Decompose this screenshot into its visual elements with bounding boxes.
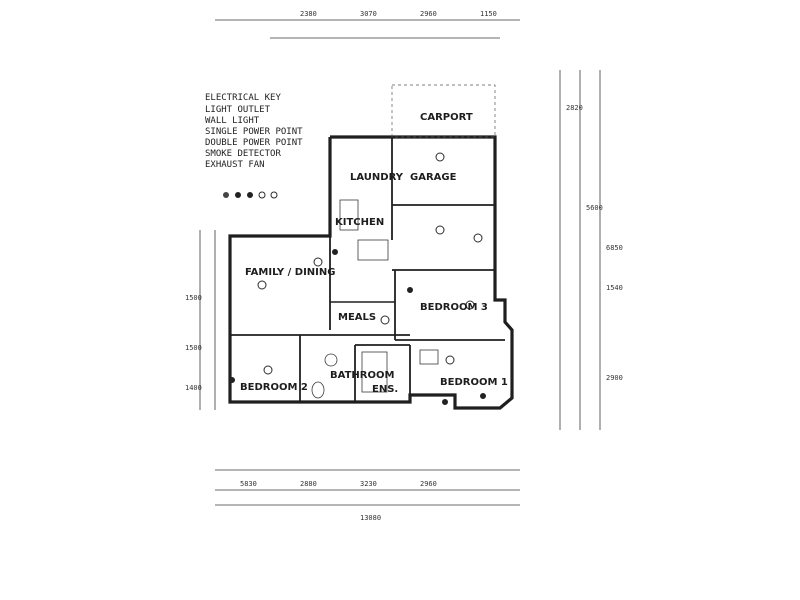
- label-carport: CARPORT: [420, 112, 473, 123]
- label-bedroom-2: BEDROOM 2: [240, 382, 308, 393]
- dim-right-2: 5600: [586, 204, 603, 212]
- label-bedroom-3: BEDROOM 3: [420, 302, 488, 313]
- legend-title: ELECTRICAL KEY: [205, 93, 281, 103]
- dim-bottom-2: 2880: [300, 480, 317, 488]
- dim-bottom-1: 5830: [240, 480, 257, 488]
- dim-bottom-3: 3230: [360, 480, 377, 488]
- dim-left-3: 1400: [185, 384, 202, 392]
- dim-right-5: 2900: [606, 374, 623, 382]
- dim-left-2: 1500: [185, 344, 202, 352]
- label-kitchen: KITCHEN: [335, 217, 384, 228]
- dim-right-1: 2820: [566, 104, 583, 112]
- dim-top-4: 1150: [480, 10, 497, 18]
- exterior-walls: [228, 135, 514, 410]
- dim-bottom-4: 2960: [420, 480, 437, 488]
- label-bathroom: BATHROOM: [330, 370, 394, 381]
- label-ensuite: ENS.: [372, 384, 398, 395]
- label-garage: GARAGE: [410, 172, 457, 183]
- legend-item-4: DOUBLE POWER POINT: [205, 138, 303, 148]
- dim-right-3: 6850: [606, 244, 623, 252]
- dim-top-1: 2380: [300, 10, 317, 18]
- dim-bottom-total: 13080: [360, 514, 381, 522]
- legend-item-2: WALL LIGHT: [205, 116, 260, 126]
- dim-top-2: 3070: [360, 10, 377, 18]
- interior-walls: [230, 137, 505, 402]
- dimension-lines: [199, 19, 601, 506]
- electrical-symbols: [229, 152, 486, 405]
- label-laundry: LAUNDRY: [350, 172, 404, 183]
- legend-item-5: SMOKE DETECTOR: [205, 149, 281, 159]
- dim-right-4: 1540: [606, 284, 623, 292]
- label-family-dining: FAMILY / DINING: [245, 267, 335, 278]
- legend-item-6: EXHAUST FAN: [205, 160, 265, 170]
- dim-top-3: 2960: [420, 10, 437, 18]
- label-bedroom-1: BEDROOM 1: [440, 377, 508, 388]
- legend-item-1: LIGHT OUTLET: [205, 105, 271, 115]
- legend-symbols: [223, 191, 278, 199]
- label-meals: MEALS: [338, 312, 376, 323]
- dim-left-1: 1500: [185, 294, 202, 302]
- fixtures: [311, 199, 439, 399]
- carport-outline: [391, 84, 496, 138]
- legend-item-3: SINGLE POWER POINT: [205, 127, 303, 137]
